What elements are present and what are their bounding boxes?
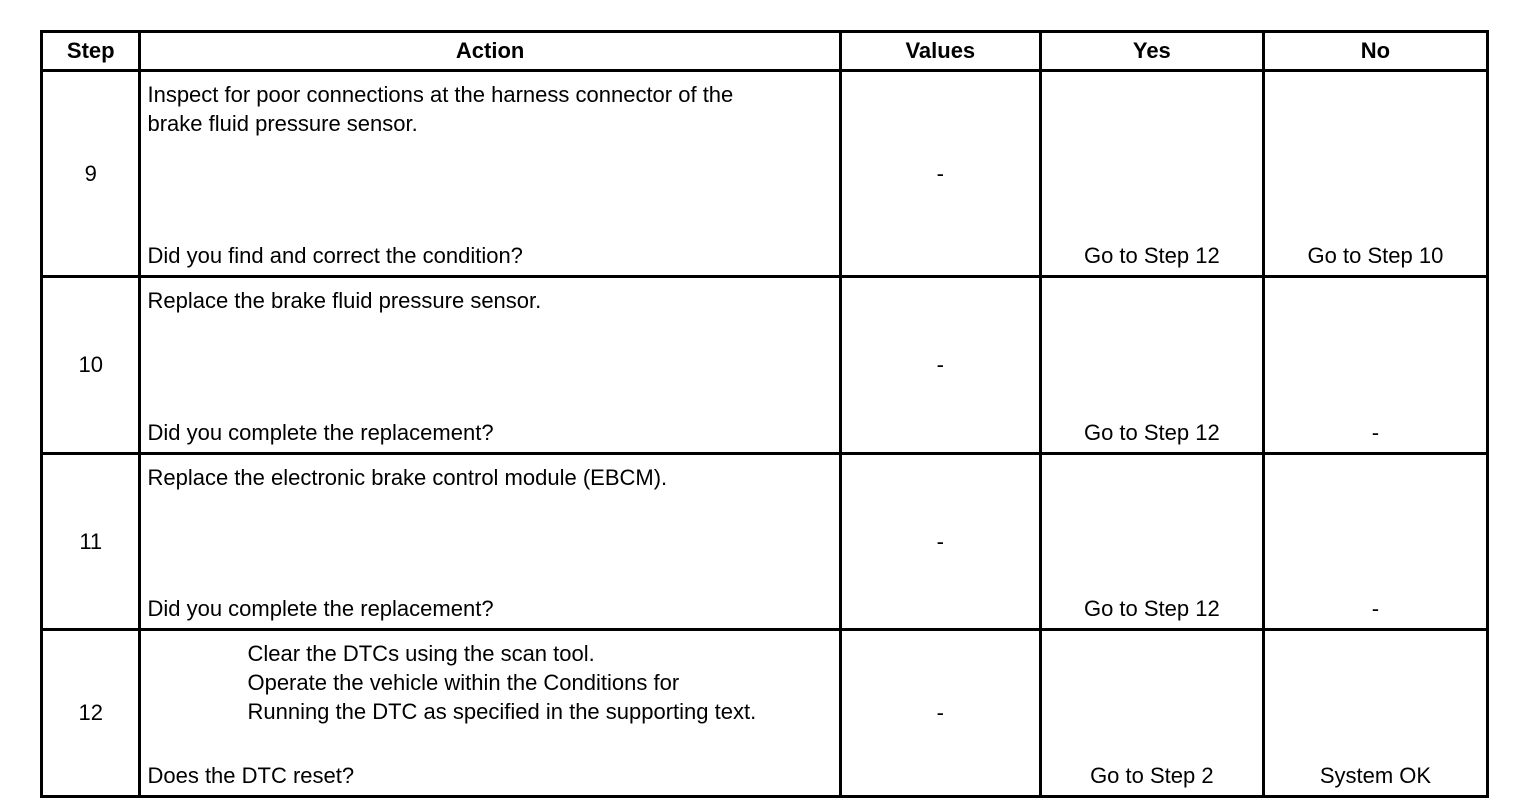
action-cell: Inspect for poor connections at the harn… <box>138 69 842 278</box>
no-cell: - <box>1261 452 1490 631</box>
action-line: Replace the brake fluid pressure sensor. <box>147 288 542 313</box>
header-step: Step <box>39 30 142 72</box>
values-cell: - <box>838 452 1042 631</box>
header-action: Action <box>138 30 842 72</box>
values-cell: - <box>838 69 1042 278</box>
values-cell: - <box>838 275 1042 455</box>
table-row: 9 Inspect for poor connections at the ha… <box>39 69 1490 278</box>
action-text: Replace the electronic brake control mod… <box>147 463 667 492</box>
header-no: No <box>1261 30 1490 72</box>
yes-cell: Go to Step 12 <box>1038 275 1265 455</box>
header-values: Values <box>838 30 1042 72</box>
action-line: brake fluid pressure sensor. <box>147 111 418 136</box>
no-cell: Go to Step 10 <box>1261 69 1490 278</box>
action-question: Does the DTC reset? <box>147 763 355 788</box>
yes-cell: Go to Step 12 <box>1038 452 1265 631</box>
step-number: 12 <box>39 628 142 798</box>
yes-cell: Go to Step 12 <box>1038 69 1265 278</box>
action-line: Clear the DTCs using the scan tool. <box>247 641 595 666</box>
action-cell: Clear the DTCs using the scan tool. Oper… <box>138 628 842 798</box>
table-row: 10 Replace the brake fluid pressure sens… <box>39 275 1490 455</box>
action-line: Running the DTC as specified in the supp… <box>247 699 757 724</box>
table-row: 12 Clear the DTCs using the scan tool. O… <box>39 628 1490 798</box>
yes-cell: Go to Step 2 <box>1038 628 1265 798</box>
diagnostic-table: Step Action Values Yes No 9 Inspect for … <box>39 30 1490 798</box>
no-cell: System OK <box>1261 628 1490 798</box>
action-text: Clear the DTCs using the scan tool. Oper… <box>247 639 756 726</box>
action-line: Replace the electronic brake control mod… <box>147 465 668 490</box>
action-question: Did you complete the replacement? <box>147 596 494 621</box>
action-cell: Replace the brake fluid pressure sensor.… <box>138 275 842 455</box>
action-text: Inspect for poor connections at the harn… <box>147 80 733 138</box>
action-line: Inspect for poor connections at the harn… <box>147 82 734 107</box>
action-question: Did you complete the replacement? <box>147 420 494 445</box>
values-cell: - <box>838 628 1042 798</box>
step-number: 11 <box>39 452 142 631</box>
action-question: Did you find and correct the condition? <box>147 243 523 268</box>
step-number: 9 <box>39 69 142 278</box>
header-yes: Yes <box>1038 30 1265 72</box>
step-number: 10 <box>39 275 142 455</box>
action-line: Operate the vehicle within the Condition… <box>247 670 680 695</box>
action-text: Replace the brake fluid pressure sensor. <box>147 286 541 315</box>
action-cell: Replace the electronic brake control mod… <box>138 452 842 631</box>
header-row: Step Action Values Yes No <box>39 30 1490 72</box>
table-row: 11 Replace the electronic brake control … <box>39 452 1490 631</box>
no-cell: - <box>1261 275 1490 455</box>
